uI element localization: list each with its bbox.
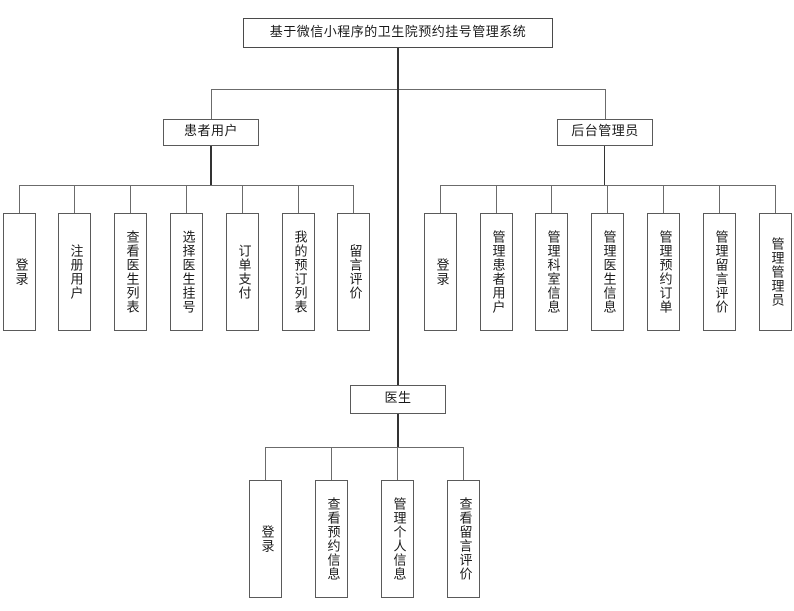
node-patient-child-register[interactable]: 注册用户 [58,213,91,331]
node-doctor-child-login[interactable]: 登录 [249,480,282,598]
connector-patient-down [210,146,212,185]
node-doctor-child-view-appointments[interactable]: 查看预约信息 [315,480,348,598]
connector-admin-child-2 [551,185,552,213]
node-admin-child-manage-reviews[interactable]: 管理留言评价 [703,213,736,331]
connector-patient-child-2 [130,185,131,213]
node-admin-child-manage-orders[interactable]: 管理预约订单 [647,213,680,331]
connector-admin-child-6 [775,185,776,213]
connector-patient-child-6 [353,185,354,213]
node-admin-child-login[interactable]: 登录 [424,213,457,331]
node-root-system[interactable]: 基于微信小程序的卫生院预约挂号管理系统 [243,18,553,48]
node-admin-child-manage-departments[interactable]: 管理科室信息 [535,213,568,331]
node-patient-child-select-doctor[interactable]: 选择医生挂号 [170,213,203,331]
connector-admin-child-0 [440,185,441,213]
node-patient-child-my-orders[interactable]: 我的预订列表 [282,213,315,331]
connector-admin-down [604,146,605,185]
connector-admin-child-4 [663,185,664,213]
connector-doctor-child-0 [265,447,266,480]
node-patient-user[interactable]: 患者用户 [163,119,259,146]
node-admin-child-manage-patients[interactable]: 管理患者用户 [480,213,513,331]
node-doctor-child-view-reviews[interactable]: 查看留言评价 [447,480,480,598]
connector-patient-child-0 [19,185,20,213]
connector-patient-child-1 [74,185,75,213]
node-patient-child-order-pay[interactable]: 订单支付 [226,213,259,331]
node-admin-child-manage-admins[interactable]: 管理管理员 [759,213,792,331]
node-doctor[interactable]: 医生 [350,385,446,414]
node-patient-child-review[interactable]: 留言评价 [337,213,370,331]
connector-patient-child-5 [298,185,299,213]
connector-root-down [397,48,399,89]
connector-doctor-child-1 [331,447,332,480]
connector-doctor-child-3 [463,447,464,480]
connector-level1-bus [211,89,606,90]
connector-to-patient [211,89,212,119]
connector-admin-child-5 [719,185,720,213]
node-admin-user[interactable]: 后台管理员 [557,119,653,146]
connector-admin-child-3 [607,185,608,213]
connector-patient-child-4 [242,185,243,213]
node-admin-child-manage-doctors[interactable]: 管理医生信息 [591,213,624,331]
node-doctor-child-manage-profile[interactable]: 管理个人信息 [381,480,414,598]
connector-doctor-bus [265,447,463,448]
connector-doctor-child-2 [397,447,398,480]
node-patient-child-doctor-list[interactable]: 查看医生列表 [114,213,147,331]
connector-to-admin [605,89,606,119]
connector-root-to-doctor [397,89,399,385]
connector-doctor-down [397,414,399,447]
connector-admin-child-1 [496,185,497,213]
connector-patient-child-3 [186,185,187,213]
node-patient-child-login[interactable]: 登录 [3,213,36,331]
